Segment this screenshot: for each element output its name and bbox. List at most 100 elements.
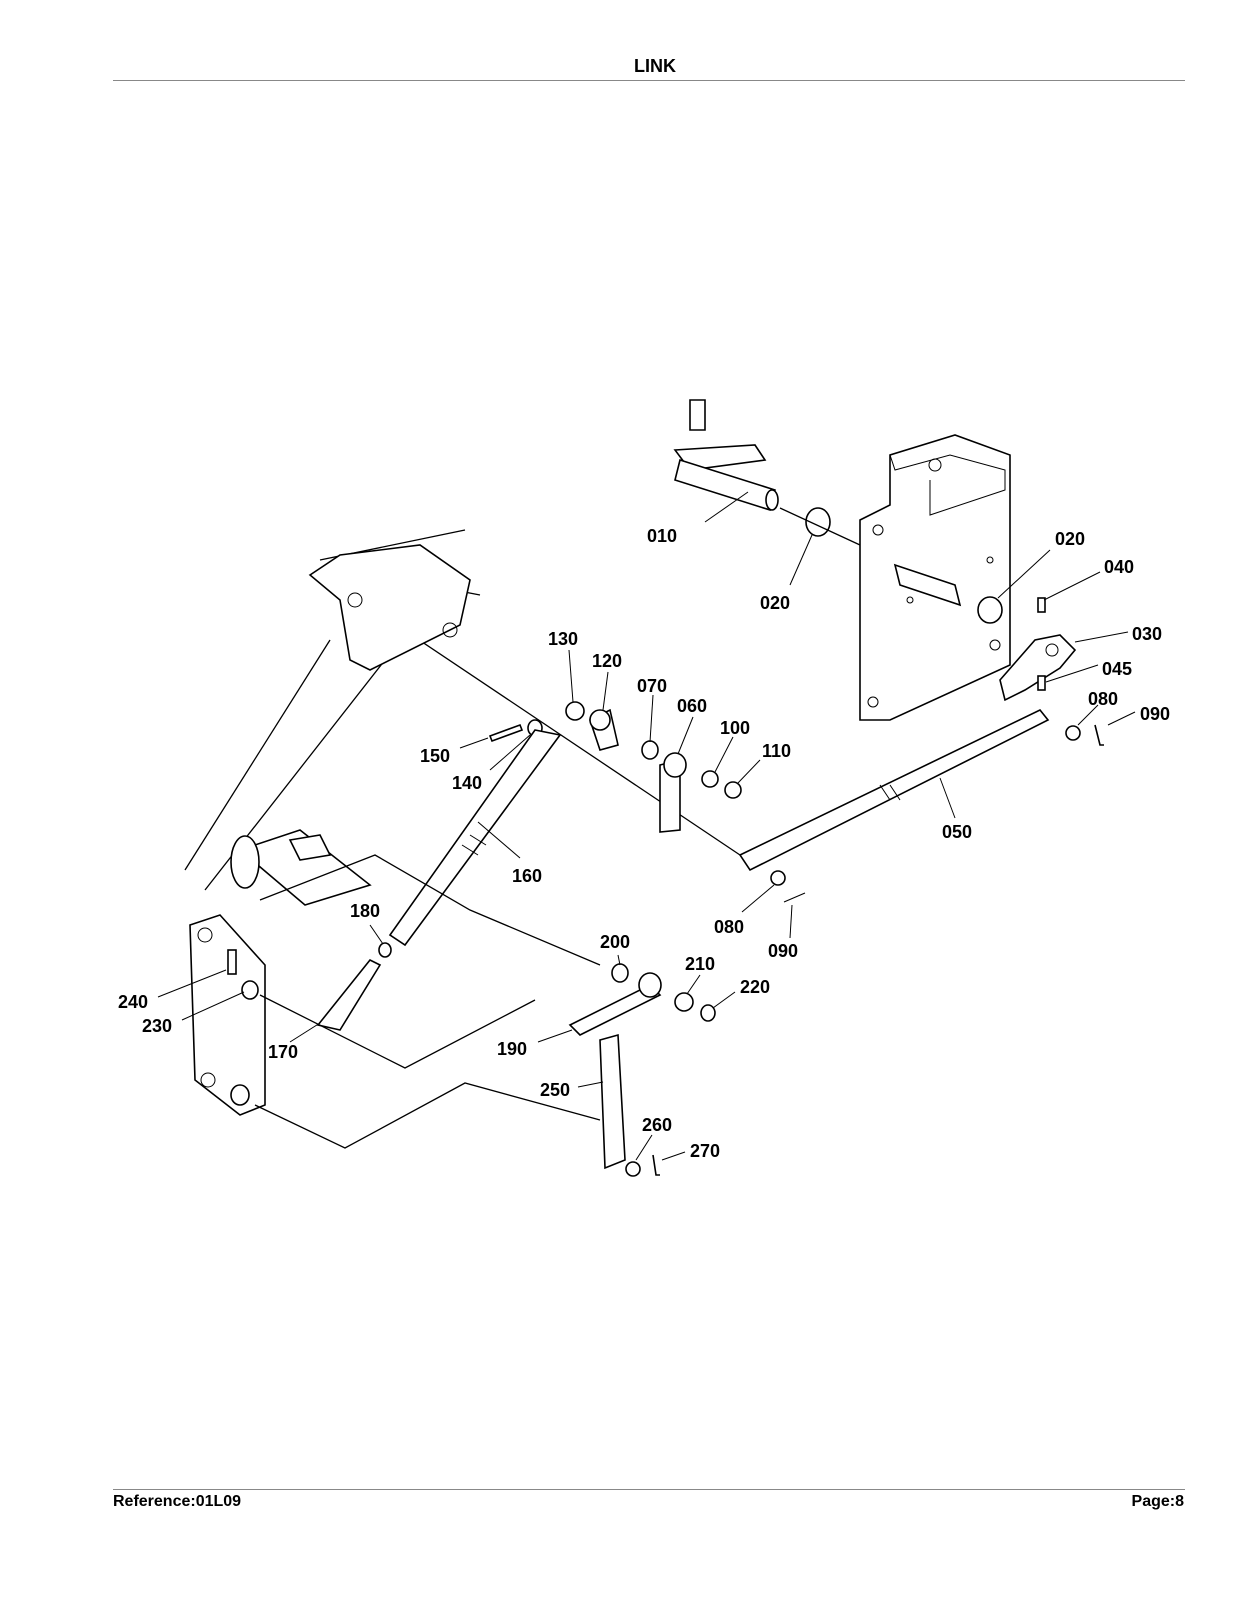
callout-150: 150 (420, 746, 450, 766)
leader-080-b (741, 884, 775, 913)
callout-090-right: 090 (1140, 704, 1170, 724)
arm-240 (189, 914, 266, 1116)
rod-160 (388, 729, 562, 947)
washer-260 (625, 1161, 641, 1177)
bolt-150 (488, 723, 524, 743)
leader-170 (289, 1022, 321, 1043)
upper-left-bracket (308, 544, 471, 671)
callout-160: 160 (512, 866, 542, 886)
leader-060 (677, 716, 694, 755)
callout-140: 140 (452, 773, 482, 793)
arm-060 (659, 752, 687, 833)
callout-020-right: 020 (1055, 529, 1085, 549)
bracket-120 (589, 708, 619, 751)
callout-200: 200 (600, 932, 630, 952)
leader-070 (649, 694, 654, 743)
washer-080-lower (770, 870, 786, 886)
callout-260: 260 (642, 1115, 672, 1135)
washer-210 (674, 992, 694, 1012)
frame-line-1 (184, 639, 331, 871)
leader-140 (489, 734, 531, 771)
callout-050: 050 (942, 822, 972, 842)
clip-220 (700, 1004, 716, 1022)
leader-270 (661, 1151, 686, 1161)
leader-100 (714, 736, 734, 773)
callout-040: 040 (1104, 557, 1134, 577)
leader-180 (369, 924, 384, 945)
rod-050 (738, 709, 1050, 872)
callout-080-lower: 080 (714, 917, 744, 937)
leader-230 (181, 991, 245, 1021)
callout-220: 220 (740, 977, 770, 997)
collar-200 (611, 963, 629, 983)
callout-020-upper: 020 (760, 593, 790, 613)
leader-210 (686, 974, 701, 995)
leader-090-a (1107, 711, 1136, 726)
leader-120 (602, 671, 609, 711)
rod-end-170 (316, 958, 382, 1031)
callout-270: 270 (690, 1141, 720, 1161)
assembly-axis-lower-2 (254, 1082, 601, 1149)
leader-020-a (789, 534, 813, 586)
link-250 (599, 1033, 626, 1170)
cylinder-middle (230, 829, 601, 966)
leader-020-b (997, 549, 1051, 599)
callout-010: 010 (647, 526, 677, 546)
leader-010 (704, 491, 749, 523)
leader-260 (635, 1134, 653, 1161)
assembly-axis-lower-1 (259, 994, 536, 1069)
pin-270 (652, 1154, 660, 1176)
washer-100 (701, 770, 719, 788)
footer-divider (113, 1489, 1185, 1490)
leader-130 (568, 649, 574, 703)
callout-130: 130 (548, 629, 578, 649)
leader-150 (459, 737, 489, 749)
link-190 (568, 972, 662, 1036)
leader-080-a (1077, 704, 1099, 726)
leader-200 (617, 954, 621, 966)
callout-240: 240 (118, 992, 148, 1012)
leader-160 (477, 821, 521, 859)
leader-190 (537, 1029, 573, 1043)
callout-090-lower: 090 (768, 941, 798, 961)
callout-230: 230 (142, 1016, 172, 1036)
callout-170: 170 (268, 1042, 298, 1062)
footer-reference: Reference:01L09 (113, 1493, 242, 1510)
leader-090-b (789, 904, 793, 939)
callout-190: 190 (497, 1039, 527, 1059)
collar-130 (565, 701, 585, 721)
washer-080-right (1065, 725, 1081, 741)
leader-030 (1074, 631, 1129, 643)
callout-110: 110 (762, 741, 791, 761)
header-divider (113, 80, 1185, 81)
page-title: LINK (634, 56, 676, 76)
leader-045 (1045, 664, 1099, 683)
assembly-axis-upper (779, 507, 861, 546)
callout-100: 100 (720, 718, 750, 738)
callout-120: 120 (592, 651, 622, 671)
callout-210: 210 (685, 954, 715, 974)
callout-180: 180 (350, 901, 380, 921)
nut-180 (378, 942, 392, 958)
callout-045: 045 (1102, 659, 1132, 679)
callout-070: 070 (637, 676, 667, 696)
leader-240 (157, 969, 227, 998)
footer-page-number: Page:8 (1131, 1493, 1184, 1510)
leader-050 (939, 777, 956, 819)
callout-250: 250 (540, 1080, 570, 1100)
pin-090-lower (783, 892, 806, 903)
callout-060: 060 (677, 696, 707, 716)
clip-110 (724, 781, 742, 799)
callout-030: 030 (1132, 624, 1162, 644)
leader-040 (1043, 571, 1101, 601)
shaft-010 (673, 399, 779, 512)
leader-110 (736, 759, 761, 785)
bracket-plate (859, 434, 1011, 721)
callout-080-right: 080 (1088, 689, 1118, 709)
leader-250 (577, 1081, 604, 1088)
pin-090-right (1094, 724, 1104, 746)
leader-220 (712, 991, 736, 1009)
collar-070 (641, 740, 659, 760)
bushing-020-right (977, 596, 1003, 624)
